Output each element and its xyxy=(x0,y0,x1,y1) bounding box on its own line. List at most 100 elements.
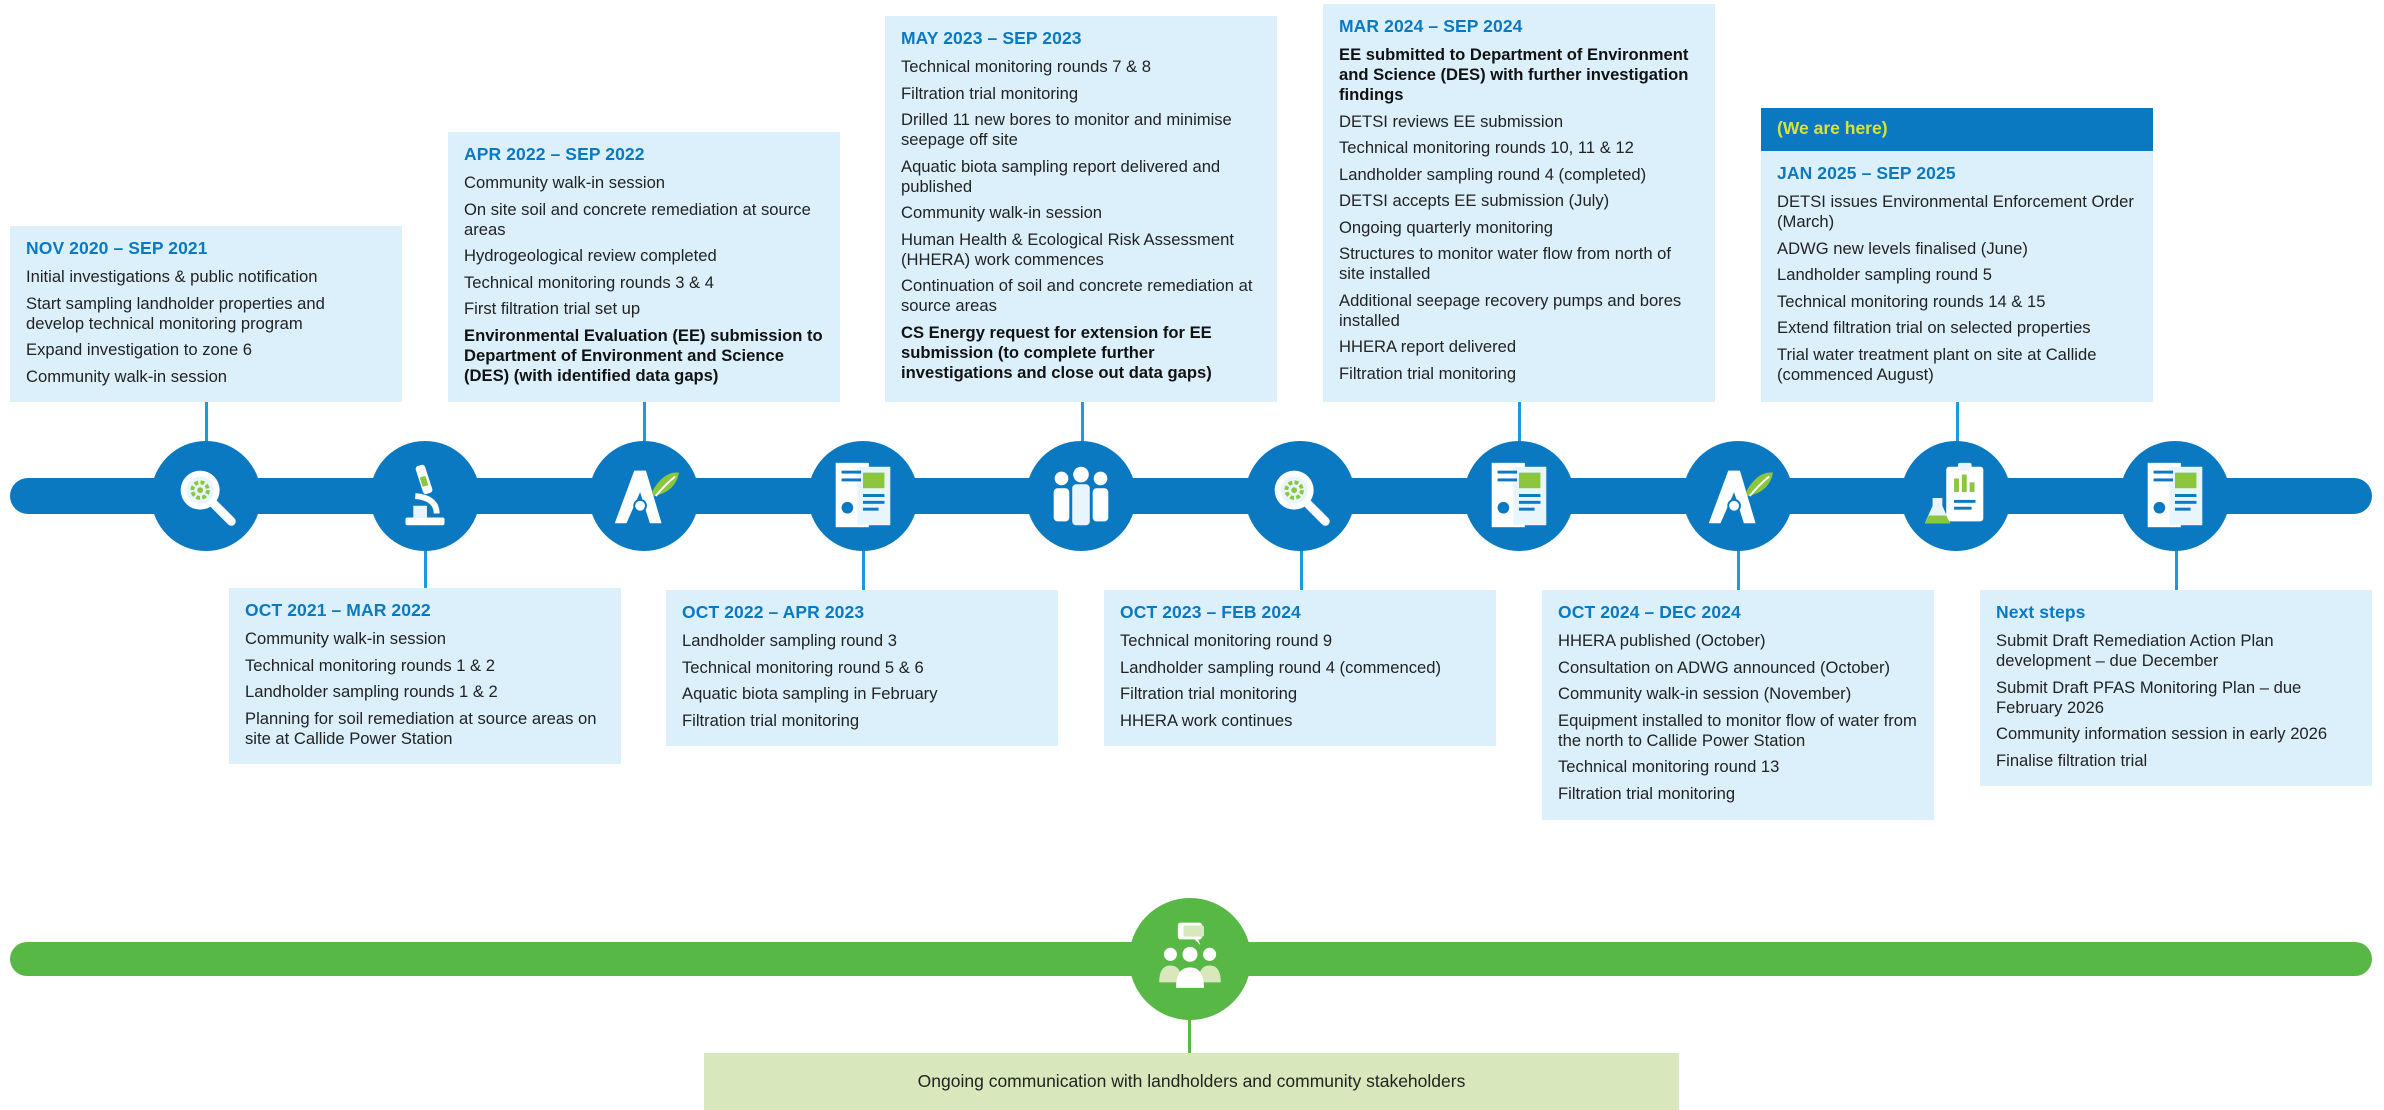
phase-item: Community walk-in session xyxy=(901,203,1103,222)
phase-item: Hydrogeological review completed xyxy=(464,246,717,265)
phase-box: MAY 2023 – SEP 2023 Technical monitoring… xyxy=(885,16,1277,402)
phase-item: Finalise filtration trial xyxy=(1996,750,2148,770)
people-group-icon xyxy=(1026,441,1136,551)
phase-item: Technical monitoring round 9 xyxy=(1120,631,1333,650)
phase-item: Technical monitoring rounds 3 & 4 xyxy=(464,272,714,292)
phase-item: Technical monitoring rounds 10, 11 & 12 xyxy=(1339,138,1634,157)
phase-item: Submit Draft Remediation Action Plan dev… xyxy=(1996,631,2274,670)
phase-item: Initial investigations & public notifica… xyxy=(26,267,318,286)
we-are-here-banner: (We are here) xyxy=(1761,108,2153,151)
phase-item: HHERA report delivered xyxy=(1339,337,1517,356)
phase-item: Technical monitoring round 5 & 6 xyxy=(682,657,924,677)
phase-item: Technical monitoring rounds 14 & 15 xyxy=(1777,291,2046,311)
phase-item: DETSI issues Environmental Enforcement O… xyxy=(1777,192,2134,231)
phase-item: Equipment installed to monitor flow of w… xyxy=(1558,710,1917,750)
phase-title: OCT 2024 – DEC 2024 xyxy=(1558,602,1741,622)
phase-box: NOV 2020 – SEP 2021 Initial investigatio… xyxy=(10,226,402,402)
phase-item: HHERA work continues xyxy=(1120,710,1293,730)
phase-item: Submit Draft PFAS Monitoring Plan – due … xyxy=(1996,677,2302,717)
phase-item: Technical monitoring round 13 xyxy=(1558,757,1780,776)
phase-item: Filtration trial monitoring xyxy=(901,83,1079,103)
phase-item: Landholder sampling round 4 (completed) xyxy=(1339,164,1647,184)
phase-item: Continuation of soil and concrete remedi… xyxy=(901,276,1253,315)
phase-box: APR 2022 – SEP 2022 Community walk-in se… xyxy=(448,132,840,402)
magnifier-gear-icon xyxy=(1245,441,1355,551)
phase-item: Community information session in early 2… xyxy=(1996,724,2328,743)
phase-item: Community walk-in session xyxy=(464,173,666,192)
phase-title: APR 2022 – SEP 2022 xyxy=(464,144,645,164)
phase-title: OCT 2022 – APR 2023 xyxy=(682,602,865,622)
phase-item: Planning for soil remediation at source … xyxy=(245,708,597,748)
phase-item: Aquatic biota sampling report delivered … xyxy=(901,156,1221,196)
phase-title: Next steps xyxy=(1996,602,2086,622)
phase-title: JAN 2025 – SEP 2025 xyxy=(1777,163,1956,183)
report-document-icon xyxy=(808,441,918,551)
phase-item: Community walk-in session xyxy=(245,629,447,648)
phase-item: Human Health & Ecological Risk Assessmen… xyxy=(901,229,1234,269)
phase-box: OCT 2023 – FEB 2024 Technical monitoring… xyxy=(1104,590,1496,746)
phase-box: JAN 2025 – SEP 2025 DETSI issues Environ… xyxy=(1761,151,2153,402)
phase-item: Drilled 11 new bores to monitor and mini… xyxy=(901,110,1232,149)
phase-item: Ongoing quarterly monitoring xyxy=(1339,217,1553,237)
phase-item: DETSI reviews EE submission xyxy=(1339,111,1564,131)
magnifier-gear-icon xyxy=(151,441,261,551)
phase-item-highlight: EE submitted to Department of Environmen… xyxy=(1339,45,1689,104)
connector xyxy=(1300,550,1303,590)
microscope-icon xyxy=(370,441,480,551)
community-chat-icon xyxy=(1129,898,1251,1020)
phase-item: First filtration trial set up xyxy=(464,299,641,318)
phase-title: MAY 2023 – SEP 2023 xyxy=(901,28,1082,48)
phase-item: HHERA published (October) xyxy=(1558,631,1766,650)
phase-box: OCT 2022 – APR 2023 Landholder sampling … xyxy=(666,590,1058,746)
phase-title: NOV 2020 – SEP 2021 xyxy=(26,238,208,258)
phase-item: Community walk-in session xyxy=(26,366,228,386)
phase-item: Landholder sampling round 5 xyxy=(1777,265,1992,284)
phase-item-highlight: Environmental Evaluation (EE) submission… xyxy=(464,325,823,385)
phase-item: ADWG new levels finalised (June) xyxy=(1777,238,2028,258)
phase-item: Filtration trial monitoring xyxy=(1558,783,1736,803)
communication-box: Ongoing communication with landholders a… xyxy=(704,1053,1679,1110)
phase-item: On site soil and concrete remediation at… xyxy=(464,199,811,239)
phase-item: Community walk-in session (November) xyxy=(1558,684,1852,703)
phase-item: Structures to monitor water flow from no… xyxy=(1339,244,1671,283)
connector xyxy=(1737,550,1740,590)
connector xyxy=(862,550,865,590)
phase-title: OCT 2021 – MAR 2022 xyxy=(245,600,431,620)
report-document-icon xyxy=(2120,441,2230,551)
phase-item: Landholder sampling round 4 (commenced) xyxy=(1120,657,1441,677)
connector xyxy=(2175,550,2178,590)
report-document-icon xyxy=(1464,441,1574,551)
phase-item: Filtration trial monitoring xyxy=(1339,363,1517,383)
phase-box: OCT 2021 – MAR 2022 Community walk-in se… xyxy=(229,588,621,764)
phase-item: Expand investigation to zone 6 xyxy=(26,340,253,359)
phase-box: MAR 2024 – SEP 2024 EE submitted to Depa… xyxy=(1323,4,1715,402)
lab-clipboard-icon xyxy=(1901,441,2011,551)
connector xyxy=(1956,402,1959,444)
phase-title: OCT 2023 – FEB 2024 xyxy=(1120,602,1301,622)
connector xyxy=(205,402,208,444)
phase-item: Start sampling landholder properties and… xyxy=(26,293,325,333)
phase-item: Consultation on ADWG announced (October) xyxy=(1558,657,1891,677)
phase-title: MAR 2024 – SEP 2024 xyxy=(1339,16,1523,36)
phase-box: Next steps Submit Draft Remediation Acti… xyxy=(1980,590,2372,786)
phase-item: Aquatic biota sampling in February xyxy=(682,684,938,703)
person-leaf-icon xyxy=(589,441,699,551)
connector xyxy=(643,402,646,444)
person-leaf-icon xyxy=(1683,441,1793,551)
phase-item: Additional seepage recovery pumps and bo… xyxy=(1339,290,1682,330)
phase-item: DETSI accepts EE submission (July) xyxy=(1339,191,1610,210)
connector xyxy=(1518,402,1521,444)
phase-item: Filtration trial monitoring xyxy=(1120,684,1298,703)
timeline-line xyxy=(10,478,2372,514)
phase-item: Landholder sampling round 3 xyxy=(682,631,897,650)
phase-item: Technical monitoring rounds 1 & 2 xyxy=(245,655,495,675)
phase-item: Trial water treatment plant on site at C… xyxy=(1777,344,2097,384)
connector xyxy=(1081,402,1084,444)
phase-item: Landholder sampling rounds 1 & 2 xyxy=(245,682,498,701)
phase-item: Extend filtration trial on selected prop… xyxy=(1777,318,2091,337)
connector xyxy=(1188,1018,1191,1054)
connector xyxy=(424,550,427,588)
phase-item-highlight: CS Energy request for extension for EE s… xyxy=(901,322,1212,382)
phase-box: OCT 2024 – DEC 2024 HHERA published (Oct… xyxy=(1542,590,1934,820)
phase-item: Filtration trial monitoring xyxy=(682,710,860,730)
